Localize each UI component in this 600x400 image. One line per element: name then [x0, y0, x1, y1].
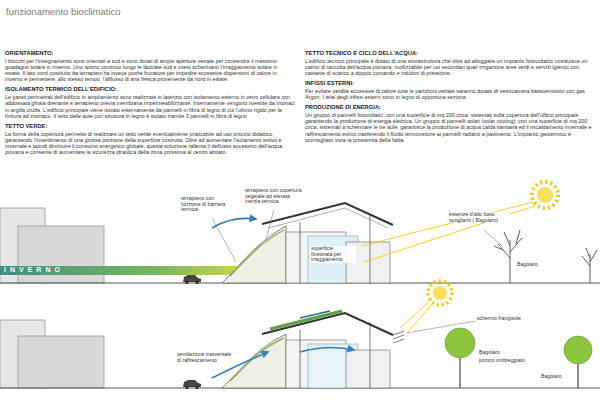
callout-label: portico ombreggiato — [478, 358, 526, 364]
callout-label: schermo frangisole — [476, 316, 522, 322]
season-label: INVERNO — [4, 266, 64, 273]
winter-section — [0, 182, 600, 284]
section-heading: TETTO VERDE: — [5, 123, 295, 130]
callout-label: terrapieno con funzione di barriera term… — [180, 196, 234, 213]
section-heading: ORIENTAMENTO: — [5, 50, 295, 57]
section-heading: PRODUZIONE DI ENERGIA: — [305, 104, 595, 111]
callout-label: Bagolaro — [478, 350, 501, 356]
body-text: La forma della copertura permette di rea… — [5, 131, 295, 156]
summer-section — [0, 281, 600, 389]
body-text: L'edificio tecnico principale è dotato d… — [305, 58, 595, 77]
season-band — [0, 266, 270, 275]
body-text: Un gruppo di pannelli fotovoltaici, con … — [305, 112, 595, 143]
callout-label: ventilazione trasversale di raffrescamen… — [176, 352, 234, 363]
section-heading: INFISSI ESTERNI: — [305, 80, 595, 87]
callout-label: superficie finestrata per irraggiamento — [310, 246, 356, 263]
callout-label: essenze d'alto fusto spoglianti ( Bagola… — [448, 212, 510, 223]
callout-label: Bagolaro — [516, 262, 539, 268]
section-heading: TETTO TECNICO E CICLO DELL'ACQUA: — [305, 50, 595, 57]
page-title: funzionamento bioclimatico — [6, 6, 121, 17]
body-text: Le pareti perimetrali dell'edificio in a… — [5, 94, 295, 119]
body-text: I blocchi per l'insegnamento sono orient… — [5, 58, 295, 83]
body-text: Per evitare perdite eccessive di calore … — [305, 88, 595, 100]
section-heading: ISOLAMENTO TERMICO DELL'EDIFICIO: — [5, 86, 295, 93]
callout-label: Bagolaro — [540, 374, 563, 380]
callout-label: terrapieno con copertura vegetale ad ele… — [244, 188, 304, 205]
